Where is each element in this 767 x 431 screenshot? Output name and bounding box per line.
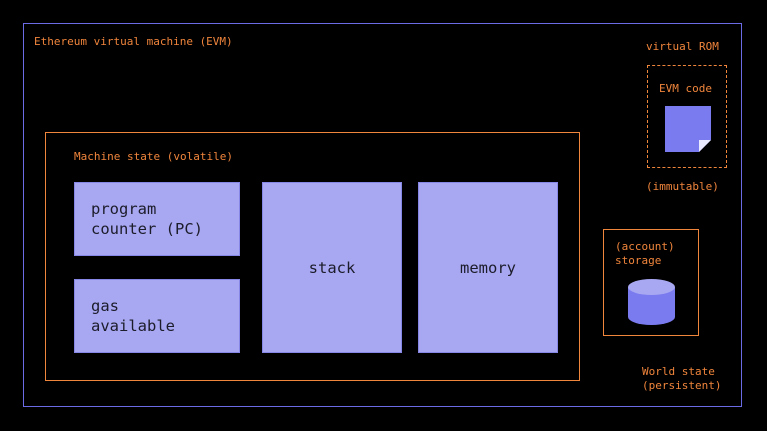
world-state-label: World state (persistent) — [642, 365, 721, 393]
evm-title: Ethereum virtual machine (EVM) — [34, 35, 233, 48]
pc-line-2: counter (PC) — [91, 220, 203, 238]
account-storage-box: (account) storage — [603, 229, 699, 336]
world-state-line-2: (persistent) — [642, 379, 722, 392]
world-state-line-1: World state — [642, 365, 715, 378]
storage-line-2: storage — [615, 254, 662, 267]
immutable-note: (immutable) — [646, 180, 719, 193]
machine-state-frame — [45, 132, 580, 381]
storage-label: (account) storage — [615, 240, 675, 268]
program-counter-block: program counter (PC) — [74, 182, 240, 256]
document-icon — [665, 106, 711, 152]
virtual-rom-label: virtual ROM — [646, 40, 719, 53]
memory-block: memory — [418, 182, 558, 353]
machine-state-title: Machine state (volatile) — [74, 150, 233, 163]
memory-label: memory — [460, 258, 516, 277]
pc-line-1: program — [91, 200, 157, 218]
storage-line-1: (account) — [615, 240, 675, 253]
gas-line-2: available — [91, 317, 175, 335]
stack-label: stack — [308, 258, 356, 277]
gas-available-block: gas available — [74, 279, 240, 353]
stack-block: stack — [262, 182, 402, 353]
evm-code-label: EVM code — [659, 82, 712, 95]
evm-frame — [23, 23, 742, 407]
virtual-rom-box: EVM code — [647, 65, 727, 168]
database-icon — [628, 279, 675, 325]
gas-line-1: gas — [91, 297, 119, 315]
